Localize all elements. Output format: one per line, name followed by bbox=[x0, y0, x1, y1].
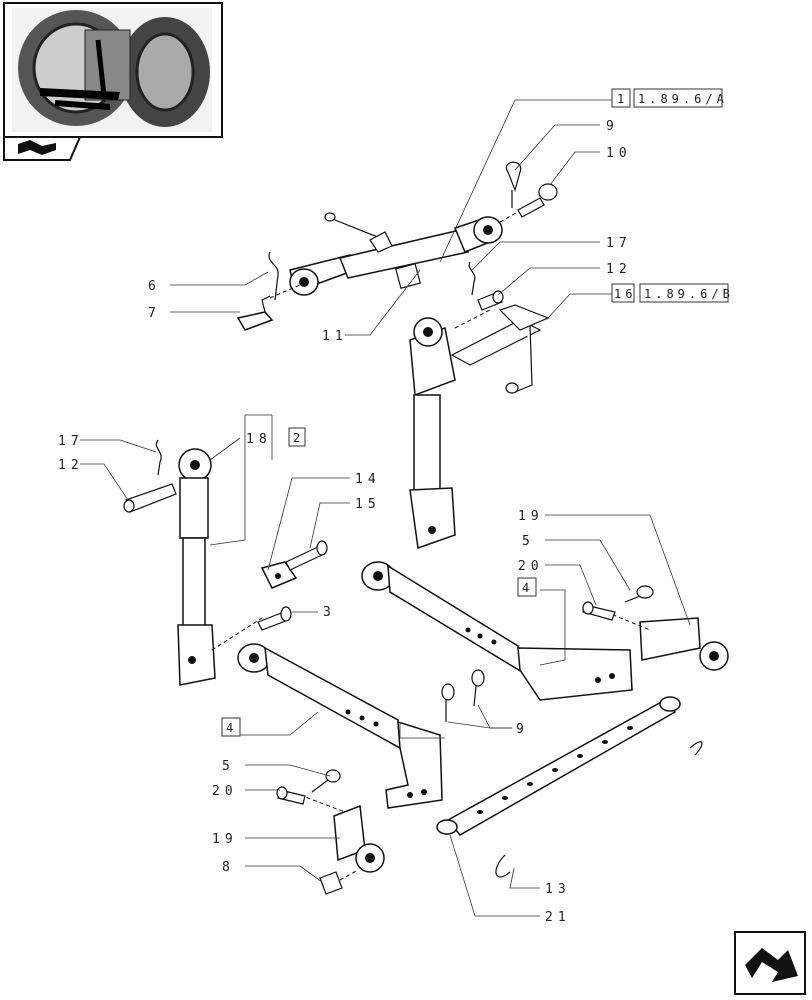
book-arrow-icon[interactable] bbox=[3, 136, 82, 161]
pin-7 bbox=[236, 295, 274, 331]
callout-21: 21 bbox=[545, 910, 571, 925]
callout-14: 14 bbox=[355, 472, 381, 487]
callout-1-ref: 1.89.6/A bbox=[638, 92, 728, 106]
lift-rod-right bbox=[409, 304, 550, 550]
callout-12-left: 12 bbox=[58, 458, 84, 473]
callout-19-left: 19 bbox=[212, 832, 238, 847]
tension-spring bbox=[495, 741, 703, 878]
callout-8: 8 bbox=[222, 860, 235, 875]
callout-3: 3 bbox=[323, 605, 336, 620]
pin-12-left bbox=[123, 483, 177, 513]
callout-17-left: 17 bbox=[58, 434, 84, 449]
callout-20-left: 20 bbox=[212, 784, 238, 799]
hook-end-left bbox=[299, 794, 385, 873]
linch-pin-5-right bbox=[624, 585, 654, 603]
leader-lines bbox=[80, 99, 691, 917]
clip-6 bbox=[268, 251, 279, 301]
bolt-15 bbox=[285, 540, 328, 571]
lower-link-left bbox=[237, 643, 443, 809]
pin-20-left bbox=[276, 786, 306, 805]
callout-7: 7 bbox=[148, 306, 161, 321]
bolt-3 bbox=[257, 606, 292, 631]
callout-16-ref: 1.89.6/B bbox=[644, 287, 734, 301]
callout-labels: 1 1.89.6/A 9 10 6 7 11 17 12 16 1.89.6/B… bbox=[58, 88, 734, 925]
plate-14 bbox=[260, 561, 298, 589]
callout-15: 15 bbox=[355, 497, 381, 512]
stabilizer-bar bbox=[436, 696, 681, 836]
forward-arrow-icon[interactable] bbox=[734, 931, 806, 995]
callout-4-left: 4 bbox=[226, 721, 237, 735]
callout-9-center: 9 bbox=[516, 722, 529, 737]
tractor-thumbnail[interactable] bbox=[3, 2, 223, 138]
callout-5-left: 5 bbox=[222, 759, 235, 774]
callout-16: 16 bbox=[614, 287, 636, 301]
pin-10 bbox=[517, 183, 558, 218]
clip-17-left bbox=[155, 439, 162, 476]
pin-20-right bbox=[582, 601, 616, 621]
callout-4-right: 4 bbox=[522, 581, 533, 595]
callout-5-right: 5 bbox=[522, 534, 535, 549]
linch-pin-9 bbox=[505, 161, 522, 208]
bushing-8 bbox=[319, 869, 359, 895]
clip-17-right bbox=[468, 261, 476, 296]
callout-2: 2 bbox=[293, 431, 304, 445]
lower-link-right bbox=[361, 561, 633, 701]
callout-9-top: 9 bbox=[606, 119, 619, 134]
lift-rod-left bbox=[177, 448, 263, 686]
callout-19-right: 19 bbox=[518, 509, 544, 524]
callout-18: 18 bbox=[246, 432, 272, 447]
callout-12-right: 12 bbox=[606, 262, 632, 277]
callout-6: 6 bbox=[148, 279, 161, 294]
linch-pins-9-center bbox=[441, 669, 485, 722]
linch-pin-5-left bbox=[311, 769, 341, 793]
top-link-assembly bbox=[269, 204, 531, 299]
callout-20-right: 20 bbox=[518, 559, 544, 574]
callout-13: 13 bbox=[545, 882, 571, 897]
callout-1: 1 bbox=[617, 92, 628, 106]
callout-10: 10 bbox=[606, 146, 632, 161]
callout-17-right: 17 bbox=[606, 236, 632, 251]
pin-12-right bbox=[477, 290, 504, 311]
callout-11: 11 bbox=[322, 329, 348, 344]
